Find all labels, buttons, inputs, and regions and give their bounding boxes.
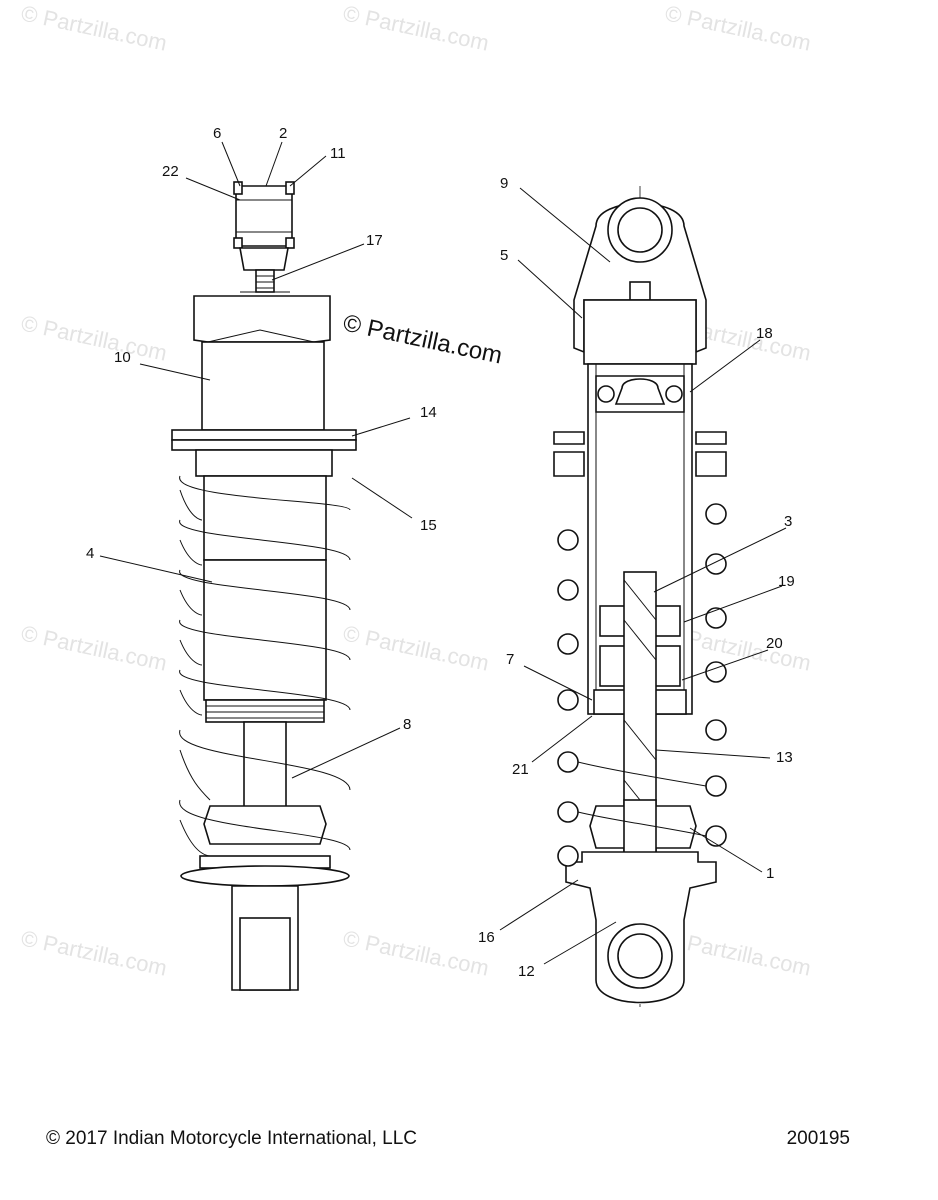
callout-6: 6 [213,125,221,142]
callout-labels: 6 2 11 22 17 10 14 15 4 8 9 5 18 3 19 20… [86,125,795,980]
callout-9: 9 [500,175,508,192]
spring-coil-sections [557,503,727,867]
schrader-valve-cut [629,281,651,301]
callout-22: 22 [162,163,179,180]
callout-1: 1 [766,865,774,882]
callout-3: 3 [784,513,792,530]
callout-5: 5 [500,247,508,264]
spring-retainer-cut [553,431,727,477]
shock-body [201,341,325,431]
top-eyelet [235,185,293,247]
callout-15: 15 [420,517,437,534]
callout-20: 20 [766,635,783,652]
schrader-valve [255,269,275,293]
watermark: © Partzilla.com [341,620,491,675]
callout-12: 12 [518,963,535,980]
shock-cutaway-view [553,186,727,1010]
callout-16: 16 [478,929,495,946]
callout-18: 18 [756,325,773,342]
callout-7: 7 [506,651,514,668]
callout-14: 14 [420,404,437,421]
watermark: © Partzilla.com [663,0,813,55]
callout-8: 8 [403,716,411,733]
bump-stop [203,805,327,845]
threaded-collar [205,699,325,723]
preload-collar [195,449,333,477]
watermark: © Partzilla.com [19,0,169,55]
watermark: © Partzilla.com [19,310,169,365]
shock-exterior-view [171,181,357,991]
watermark: © Partzilla.com [19,925,169,980]
callout-13: 13 [776,749,793,766]
top-cap [193,295,331,343]
callout-10: 10 [114,349,131,366]
diagram-code: 200195 [786,1128,850,1149]
watermark-prominent: © Partzilla.com [341,309,505,369]
spring-retainer [171,429,357,441]
watermark: © Partzilla.com [341,925,491,980]
watermark: © Partzilla.com [663,925,813,980]
callout-19: 19 [778,573,795,590]
callout-11: 11 [330,145,346,162]
bushing-left [233,181,243,195]
callout-17: 17 [366,232,383,249]
shock-body-lower [203,559,327,701]
callout-2: 2 [279,125,287,142]
bushing-right [285,181,295,195]
leader-lines [99,141,787,965]
body-top [583,299,697,365]
watermark: © Partzilla.com [341,0,491,55]
watermark: © Partzilla.com [19,620,169,675]
callout-21: 21 [512,761,529,778]
callout-4: 4 [86,545,94,562]
copyright-notice: © 2017 Indian Motorcycle International, … [46,1128,417,1149]
